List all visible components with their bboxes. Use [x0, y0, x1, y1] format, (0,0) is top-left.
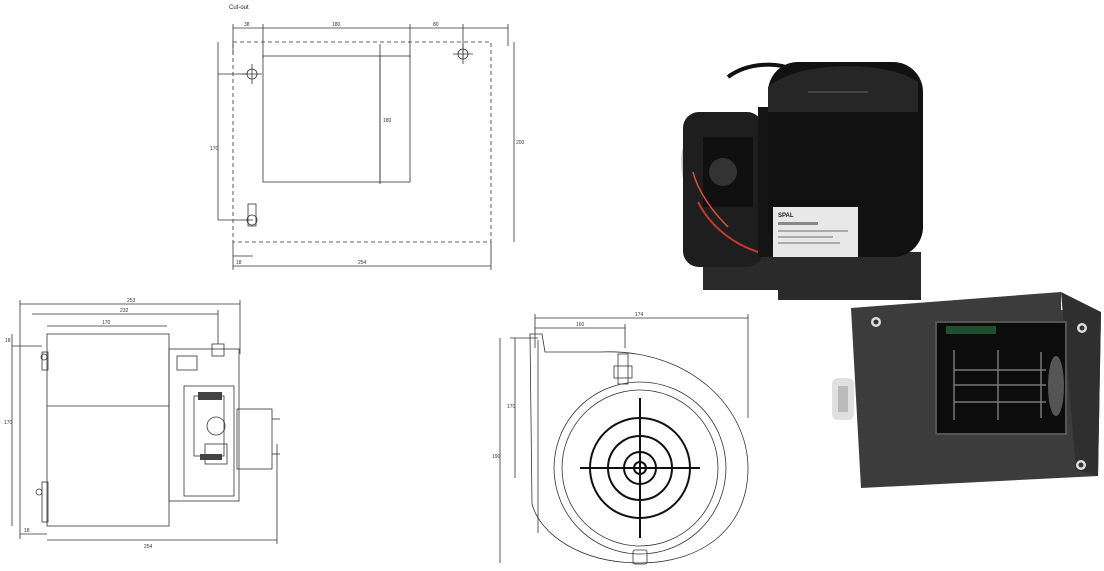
dim-170: 170 [210, 146, 219, 152]
dim-80: 80 [433, 22, 439, 28]
side-dim-254: 254 [144, 544, 153, 550]
side-dim-232: 232 [120, 308, 129, 314]
front-dim-160: 160 [576, 322, 585, 328]
front-view-drawing: 174 160 170 190 [490, 308, 760, 570]
brand-label: SPAL [778, 213, 794, 219]
front-dim-170: 170 [507, 404, 516, 410]
side-view-drawing: 253 232 170 18 170 18 254 [2, 294, 292, 552]
blower-motor-photo: SPAL [668, 52, 930, 302]
dim-254: 254 [358, 260, 367, 266]
dim-180-top: 180 [332, 22, 341, 28]
dim-18: 18 [236, 260, 242, 266]
side-dim-253: 253 [127, 298, 136, 304]
side-dim-h170: 170 [4, 420, 13, 426]
cutout-drawing: 38 180 80 180 254 170 200 18 [208, 14, 528, 274]
dim-200: 200 [516, 140, 525, 146]
side-dim-18: 18 [5, 338, 11, 344]
front-dim-190: 190 [492, 454, 501, 460]
side-dim-170: 170 [102, 320, 111, 326]
side-dim-h18: 18 [24, 528, 30, 534]
cutout-view-label: Cut-out [229, 5, 249, 11]
blower-outlet-photo [826, 290, 1102, 490]
front-dim-174: 174 [635, 312, 644, 318]
dim-38: 38 [244, 22, 250, 28]
dim-180-side: 180 [383, 118, 392, 124]
